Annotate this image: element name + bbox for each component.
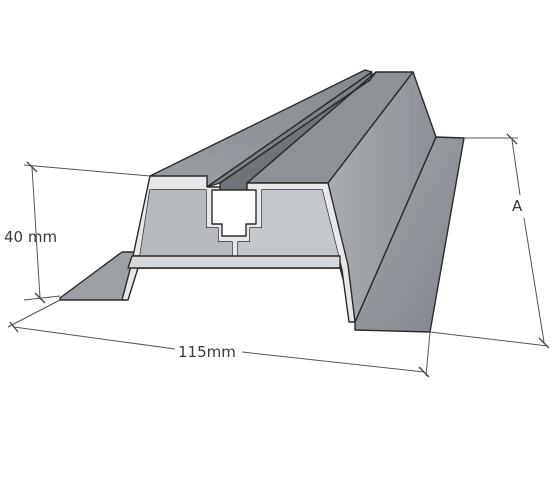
width-label: 115mm: [178, 343, 236, 361]
height-dimension: [23, 161, 151, 304]
aluminium-rail-body: [59, 69, 465, 333]
width-dimension: [7, 299, 431, 378]
inner-cavity-right: [238, 190, 340, 262]
length-label: A: [512, 197, 523, 215]
inner-cavity: [140, 190, 232, 262]
height-label: 40 mm: [4, 228, 57, 246]
length-dimension: [429, 133, 550, 349]
bottom-web: [127, 255, 341, 269]
